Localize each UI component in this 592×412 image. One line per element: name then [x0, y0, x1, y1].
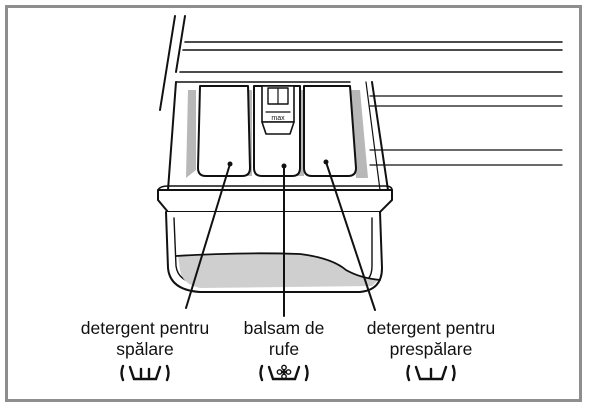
- label-prewash-line1: detergent pentru: [366, 318, 496, 338]
- max-mark: max: [271, 115, 285, 122]
- figure-frame: [5, 5, 582, 402]
- callout-lines: [185, 159, 376, 317]
- label-prewash-line2: prespălare: [389, 339, 473, 359]
- label-wash-detergent: detergent pentru spălare: [70, 318, 220, 383]
- drawer-compartments: [186, 85, 368, 178]
- label-softener-line1: balsam de: [243, 318, 325, 338]
- callout-line-wash: [185, 163, 231, 309]
- label-softener-line2: rufe: [268, 339, 300, 359]
- callout-line-prewash: [325, 161, 376, 311]
- machine-housing: [159, 15, 563, 191]
- label-fabric-softener: balsam de rufe: [228, 318, 340, 383]
- wash-tub-one-bar-icon: [356, 362, 506, 383]
- label-wash-line2: spălare: [116, 339, 174, 359]
- label-wash-line1: detergent pentru: [80, 318, 210, 338]
- drawer-front: [157, 185, 393, 293]
- softener-flower-icon: [228, 362, 340, 383]
- label-prewash-detergent: detergent pentru prespălare: [356, 318, 506, 383]
- wash-tub-two-bars-icon: [70, 362, 220, 383]
